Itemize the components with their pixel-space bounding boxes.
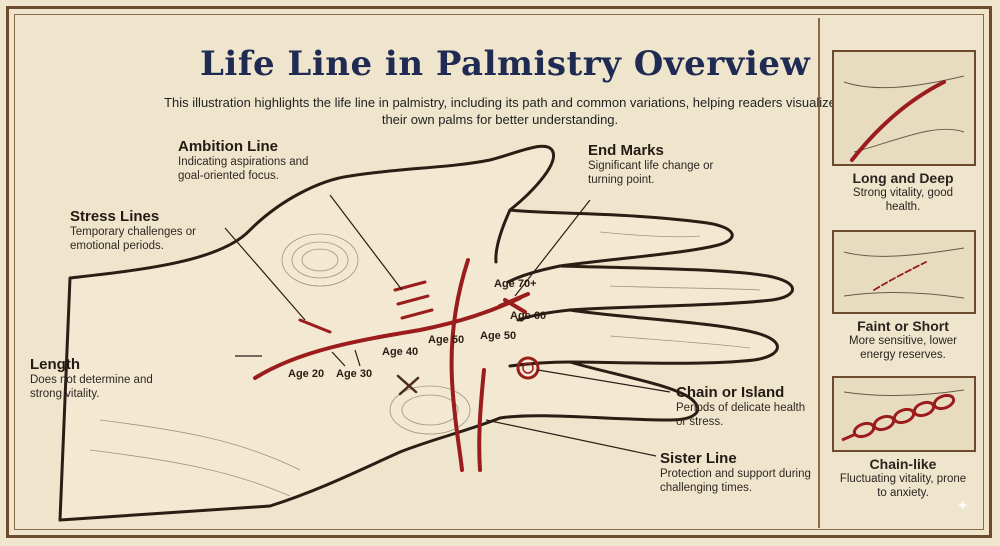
variation-thumb-long-deep [832, 50, 976, 166]
callout-chain-island: Chain or Island Periods of delicate heal… [676, 384, 816, 429]
callout-end-marks-title: End Marks [588, 142, 664, 159]
stress-line-1 [298, 318, 332, 334]
variation-long-deep: Long and Deep Strong vitality, good heal… [822, 170, 984, 214]
sparkle-icon: ✦ [956, 498, 970, 515]
long-deep-line [850, 80, 946, 162]
leader-sister [485, 419, 657, 457]
chain-island-marker [516, 356, 540, 380]
life-line [253, 296, 522, 380]
callout-chain-island-desc: Periods of delicate health or stress. [676, 402, 806, 428]
age-40-label: Age 40 [382, 346, 419, 358]
finger-crease-3 [516, 308, 572, 322]
ambition-mark-2 [396, 294, 430, 306]
variation-long-deep-desc: Strong vitality, good health. [852, 187, 954, 213]
callout-ambition-desc: Indicating aspirations and goal-oriented… [178, 156, 309, 182]
age-70-label: Age 70+ [494, 278, 537, 290]
variation-chain-desc: Fluctuating vitality, prone to anxiety. [839, 473, 967, 499]
callout-stress: Stress Lines Temporary challenges or emo… [70, 208, 230, 253]
variation-chain-title: Chain-like [869, 456, 937, 472]
variation-thumb-faint-short [832, 230, 976, 314]
variation-long-deep-title: Long and Deep [852, 170, 954, 186]
ambition-mark-1 [393, 280, 427, 292]
callout-stress-title: Stress Lines [70, 208, 160, 225]
page-title: Life Line in Palmistry Overview [200, 44, 811, 84]
cross-mark-1 [396, 374, 418, 394]
life-line-fork-2 [503, 298, 527, 314]
hand-outline [58, 144, 794, 522]
variation-chain: Chain-like Fluctuating vitality, prone t… [822, 456, 984, 500]
leader-chain [537, 369, 671, 393]
inner-border [14, 14, 984, 530]
callout-length-desc: Does not determine and strong vitality. [30, 374, 153, 400]
age-30-label: Age 30 [336, 368, 373, 380]
page-subtitle: This illustration highlights the life li… [164, 95, 836, 127]
callout-length-title: Length [30, 356, 80, 373]
leader-end-marks [514, 199, 591, 297]
cross-mark-2 [398, 376, 420, 396]
finger-crease-1 [494, 208, 512, 264]
callout-ambition-title: Ambition Line [178, 138, 278, 155]
side-panel-divider [818, 18, 820, 528]
callout-chain-island-title: Chain or Island [676, 384, 785, 401]
callout-sister-title: Sister Line [660, 450, 737, 467]
variation-thumb-chain [832, 376, 976, 452]
outer-border [6, 6, 992, 538]
finger-crease-2 [506, 264, 562, 284]
callout-sister-desc: Protection and support during challengin… [660, 468, 811, 494]
callout-stress-desc: Temporary challenges or emotional period… [70, 226, 196, 252]
age-60-label: Age 60 [510, 310, 547, 322]
callout-ambition: Ambition Line Indicating aspirations and… [178, 138, 348, 183]
age-50-label-a: Age 50 [428, 334, 465, 346]
palm-texture [389, 385, 471, 435]
callout-end-marks-desc: Significant life change or turning point… [588, 160, 714, 186]
thenar-texture [281, 233, 359, 287]
callout-length: Length Does not determine and strong vit… [30, 356, 180, 401]
life-line-fork-1 [498, 292, 530, 308]
leader-stress [224, 227, 306, 321]
variation-faint-short: Faint or Short More sensitive, lower ene… [822, 318, 984, 362]
hand-illustration [58, 144, 794, 522]
vertical-line [449, 258, 470, 472]
callout-sister: Sister Line Protection and support durin… [660, 450, 818, 495]
faint-short-line [873, 261, 927, 291]
ambition-mark-3 [400, 308, 434, 320]
callout-end-marks: End Marks Significant life change or tur… [588, 142, 738, 187]
age-50-label-b: Age 50 [480, 330, 517, 342]
variation-faint-short-title: Faint or Short [857, 318, 949, 334]
age-20-label: Age 20 [288, 368, 325, 380]
chain-like-line [841, 393, 956, 442]
sister-line [477, 368, 486, 472]
leader-ambition [329, 194, 403, 291]
variation-faint-short-desc: More sensitive, lower energy reserves. [848, 335, 957, 361]
